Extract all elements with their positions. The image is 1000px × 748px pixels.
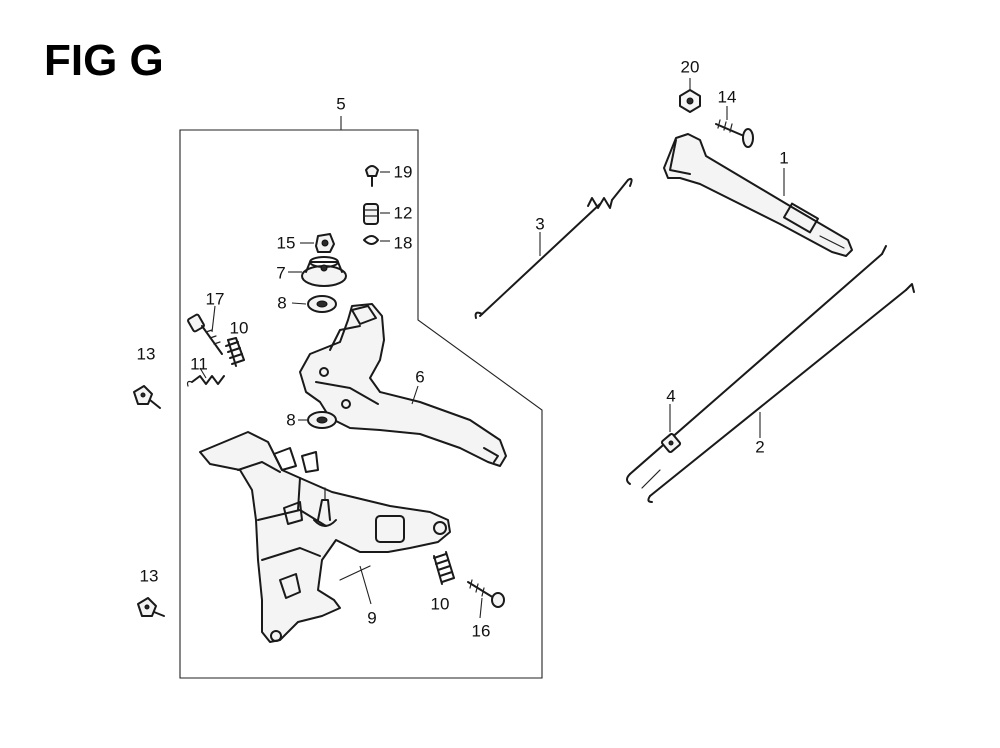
callout-2: 2 [755, 437, 765, 457]
part-16-bolt [467, 579, 505, 608]
callout-20: 20 [680, 57, 700, 77]
part-11-spring [186, 375, 225, 387]
callout-10-lower: 10 [430, 594, 450, 614]
callout-5: 5 [336, 94, 346, 114]
part-13-screw-lower [137, 597, 165, 617]
leader-8a [291, 302, 307, 305]
callout-19: 19 [393, 162, 413, 182]
leader-9 [359, 565, 372, 605]
part-9-base-bracket [199, 431, 451, 643]
part-13-screw-upper [133, 385, 161, 409]
callout-12: 12 [393, 203, 413, 223]
figure-title: FIG G [44, 36, 164, 85]
part-2-control-cable [626, 245, 915, 503]
part-7-spring-seat [301, 256, 347, 287]
callout-13-lower: 13 [139, 566, 159, 586]
callout-8-lower: 8 [286, 410, 296, 430]
part-20-nut [679, 89, 701, 113]
leader-11 [199, 367, 207, 379]
part-19-pin [365, 165, 379, 187]
callout-1: 1 [779, 148, 789, 168]
leader-16 [479, 597, 483, 619]
part-10-spring-upper [225, 337, 245, 367]
part-8-washer-upper [307, 295, 337, 313]
part-15-nut [315, 233, 335, 253]
leader-17 [211, 305, 216, 333]
part-8-washer-lower [307, 411, 337, 429]
callout-6: 6 [415, 367, 425, 387]
callout-8-upper: 8 [277, 293, 287, 313]
part-1-control-lever [663, 133, 853, 257]
callout-11: 11 [190, 354, 208, 374]
part-10-spring-lower [433, 551, 455, 585]
callout-13-upper: 13 [136, 344, 156, 364]
callout-15: 15 [276, 233, 296, 253]
part-12-collar [363, 203, 379, 225]
callout-3: 3 [535, 214, 545, 234]
part-4-cable-clamp [660, 432, 682, 454]
assembly-5-boundary [179, 129, 543, 679]
part-17-bolt [187, 313, 223, 355]
callout-17: 17 [205, 289, 225, 309]
callout-14: 14 [717, 87, 737, 107]
part-3-rod [474, 177, 633, 319]
callout-18: 18 [393, 233, 413, 253]
callout-9: 9 [367, 608, 377, 628]
callout-10-upper: 10 [229, 318, 249, 338]
leader-6 [411, 385, 419, 405]
callout-16: 16 [471, 621, 491, 641]
part-14-bolt [715, 119, 754, 148]
callout-7: 7 [276, 263, 286, 283]
part-18-clip [363, 235, 379, 245]
callout-4: 4 [666, 386, 676, 406]
part-6-governor-lever [299, 303, 507, 467]
